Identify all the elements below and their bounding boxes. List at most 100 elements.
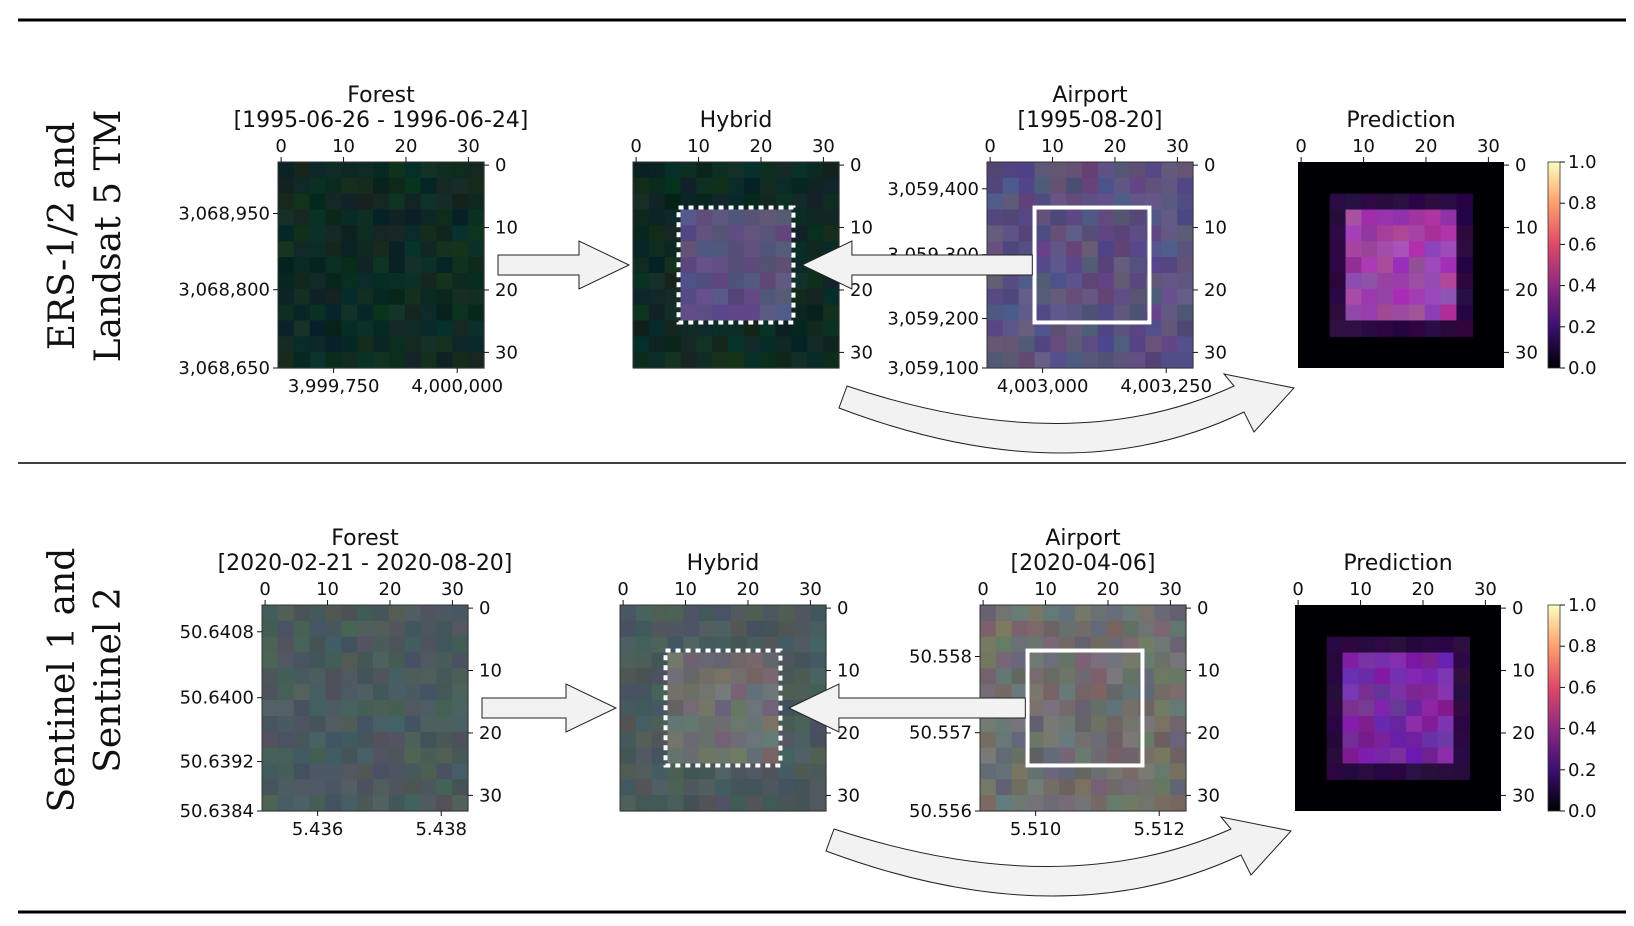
geo-x-tick-label: 3,999,750 [288, 376, 380, 397]
colorbar-tick-label: 0.0 [1568, 358, 1597, 379]
image-pixel [715, 684, 732, 701]
panel-title: Prediction [1346, 108, 1455, 133]
image-pixel [357, 763, 374, 780]
image-pixel [746, 715, 764, 733]
image-pixel [262, 684, 279, 701]
image-pixel [1129, 177, 1147, 195]
image-pixel [620, 779, 637, 796]
geo-y-tick-label: 50.6392 [180, 752, 254, 773]
prediction-pixel [1390, 636, 1407, 654]
image-pixel [357, 162, 374, 179]
image-pixel [277, 763, 295, 780]
image-pixel [1154, 731, 1171, 749]
arrow-right-icon [497, 240, 631, 290]
image-pixel [794, 636, 811, 654]
image-pixel [309, 605, 326, 622]
image-pixel [1090, 715, 1108, 733]
image-pixel [762, 684, 780, 701]
image-pixel [807, 162, 824, 179]
image-pixel [664, 177, 682, 195]
image-pixel [1075, 652, 1092, 669]
image-pixel [341, 763, 358, 780]
y-tick-label: 0 [850, 155, 861, 176]
prediction-pixel [1393, 257, 1410, 274]
image-pixel [728, 257, 745, 274]
image-pixel [746, 747, 764, 765]
image-pixel [635, 668, 653, 685]
panel-title: Forest [331, 526, 399, 551]
geo-y-tick-label: 3,068,950 [178, 204, 270, 225]
image-pixel [794, 715, 811, 733]
image-pixel [1059, 715, 1076, 733]
prediction-pixel [1329, 320, 1347, 337]
image-pixel [1043, 684, 1060, 701]
image-pixel [372, 795, 390, 812]
image-pixel [1075, 605, 1092, 622]
image-pixel [436, 336, 453, 353]
y-tick-label: 20 [837, 723, 860, 744]
image-pixel [743, 288, 761, 306]
image-pixel [404, 779, 422, 796]
image-pixel [1113, 304, 1131, 322]
image-pixel [696, 241, 713, 258]
image-pixel [743, 209, 761, 226]
image-pixel [1075, 700, 1092, 717]
image-pixel [325, 636, 342, 654]
image-pixel [995, 668, 1013, 685]
y-tick-label: 20 [1512, 723, 1535, 744]
row-panel-1: 001010202030303,068,9503,068,8003,068,65… [178, 83, 1597, 454]
prediction-pixel [1374, 700, 1391, 717]
colorbar-gradient [1547, 604, 1561, 812]
image-pixel [436, 763, 453, 780]
image-pixel [1154, 605, 1171, 622]
prediction-pixel [1437, 747, 1455, 765]
image-pixel [794, 795, 811, 812]
image-pixel [1075, 747, 1092, 765]
image-pixel [794, 763, 811, 780]
image-pixel [620, 715, 637, 733]
row-label-line: Sentinel 2 [88, 587, 129, 773]
image-pixel [648, 193, 666, 211]
image-pixel [262, 620, 279, 638]
image-pixel [325, 320, 342, 337]
y-tick-label: 30 [1512, 785, 1535, 806]
image-pixel [648, 336, 666, 353]
image-pixel [775, 272, 793, 290]
image-pixel [980, 715, 997, 733]
prediction-pixel [1440, 209, 1458, 226]
image-pixel [325, 668, 342, 685]
image-pixel [743, 272, 761, 290]
image-pixel [357, 731, 374, 749]
image-pixel [794, 731, 811, 749]
image-pixel [278, 336, 295, 353]
image-pixel [309, 779, 326, 796]
image-pixel [620, 684, 637, 701]
image-pixel [715, 763, 732, 780]
image-pixel [277, 715, 295, 733]
image-pixel [420, 352, 438, 369]
image-pixel [1122, 779, 1140, 796]
prediction-pixel [1329, 193, 1347, 211]
prediction-pixel [1377, 225, 1394, 242]
image-pixel [807, 177, 824, 195]
y-tick-label: 20 [1204, 280, 1227, 301]
image-pixel [696, 336, 713, 353]
image-pixel [309, 162, 327, 179]
image-pixel [277, 700, 295, 717]
image-pixel [309, 209, 327, 226]
y-tick-label: 30 [850, 342, 873, 363]
image-pixel [452, 700, 469, 717]
image-pixel [746, 731, 764, 749]
panel-title: [2020-04-06] [1010, 551, 1155, 576]
image-pixel [341, 272, 358, 290]
panel-title: Hybrid [687, 551, 760, 576]
image-pixel [468, 177, 485, 195]
image-pixel [651, 668, 669, 685]
image-pixel [728, 272, 745, 290]
image-pixel [728, 162, 745, 179]
image-pixel [715, 700, 732, 717]
image-pixel [635, 763, 653, 780]
image-pixel [1050, 320, 1067, 337]
image-pixel [309, 684, 326, 701]
image-pixel [436, 636, 453, 654]
